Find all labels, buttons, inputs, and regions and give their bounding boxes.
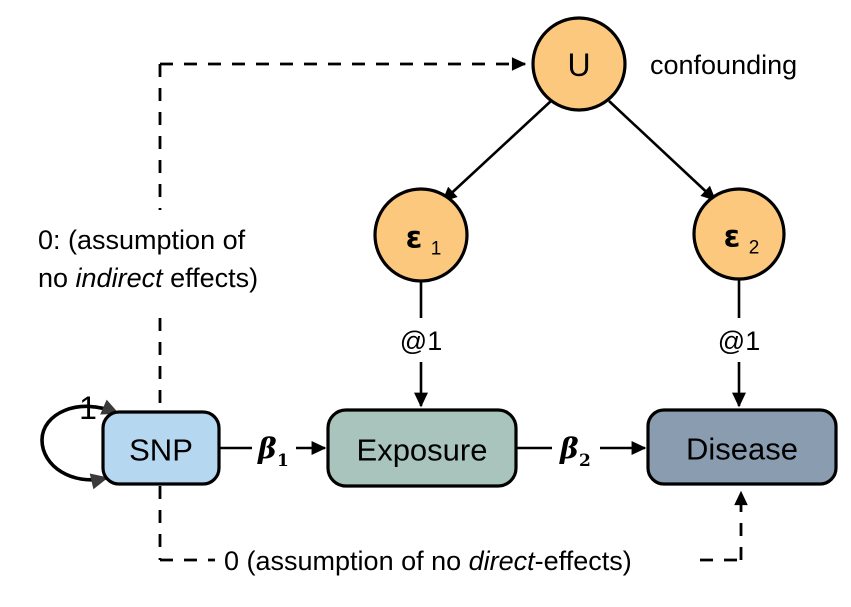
snp-variance-label: 1 [79,390,97,426]
beta2-label: β 2 [559,432,591,471]
confounding-label: confounding [650,50,797,80]
error1-circle[interactable] [373,187,469,283]
error2-circle[interactable] [692,187,786,281]
direct-label-pre: 0 (assumption of no [224,546,469,576]
error1-variance-label: @1 [400,326,442,356]
edge-confounder-to-error1 [442,100,552,202]
node-disease[interactable]: Disease [646,408,838,486]
beta1-subscript: 1 [277,451,289,471]
indirect-line-2-pre: no [38,263,76,293]
indirect-line-2-post: effects) [163,263,259,293]
assumption-direct-path [160,490,748,562]
error1-subscript: 1 [431,239,442,260]
error2-variance-label: @1 [718,326,760,356]
assumption-direct-label: 0 (assumption of no direct-effects) [224,546,632,576]
exposure-label: Exposure [357,433,488,468]
direct-label-italic: direct [469,546,537,576]
indirect-line-2: no indirect effects) [38,263,258,293]
edge-snp-self-loop [40,399,120,490]
exposure-box[interactable] [326,408,518,488]
node-snp[interactable]: SNP [101,410,221,486]
confounder-label: U [567,47,590,83]
indirect-line-1: 0: (assumption of [38,225,246,255]
beta1-label: β 1 [257,432,289,471]
assumption-indirect-label: 0: (assumption of no indirect effects) [38,225,258,293]
error1-label: ε [406,221,423,256]
snp-box[interactable] [101,410,221,486]
snp-label: SNP [129,433,193,468]
node-error1[interactable]: ε 1 [373,187,469,283]
disease-box[interactable] [646,408,838,486]
error2-subscript: 2 [749,238,760,259]
beta2-subscript: 2 [579,451,591,471]
node-exposure[interactable]: Exposure [326,408,518,488]
disease-label: Disease [686,432,798,467]
direct-label-post: -effects) [535,546,632,576]
error2-label: ε [724,220,741,255]
node-error2[interactable]: ε 2 [692,187,786,281]
node-confounder[interactable]: U [531,16,627,112]
beta1-symbol: β [257,432,277,465]
beta2-symbol: β [559,432,579,465]
edge-confounder-to-error2 [608,100,716,201]
indirect-line-2-italic: indirect [76,263,165,293]
confounder-circle[interactable] [531,16,627,112]
